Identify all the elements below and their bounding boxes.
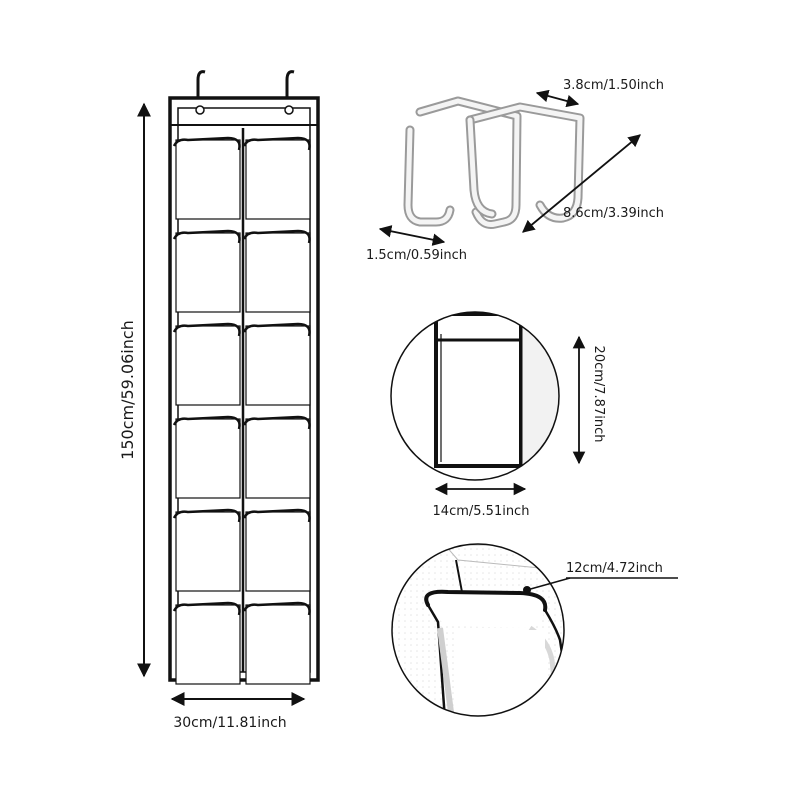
grommet-left bbox=[195, 105, 205, 115]
shoe-organizer bbox=[168, 70, 320, 685]
pocket bbox=[242, 322, 311, 406]
pocket-depth-dimension: 12cm/4.72inch bbox=[566, 561, 663, 576]
hook-length-label: 8.6cm/3.39inch bbox=[563, 206, 664, 221]
top-hook-right bbox=[285, 70, 295, 110]
top-hook-left bbox=[196, 70, 206, 110]
pocket-height-label: 20cm/7.87inch bbox=[591, 346, 606, 443]
pocket bbox=[242, 136, 311, 220]
hook-thickness-label: 1.5cm/0.59inch bbox=[366, 248, 467, 263]
height-dimension: 150cm/59.06inch bbox=[118, 102, 151, 678]
pocket-width-dimension: 14cm/5.51inch bbox=[433, 482, 530, 519]
hook-width-dimension: 3.8cm/1.50inch bbox=[535, 78, 664, 108]
pocket bbox=[242, 601, 311, 685]
grommet-right bbox=[284, 105, 294, 115]
pocket-depth-detail bbox=[391, 543, 678, 717]
pocket-grid bbox=[172, 128, 311, 685]
pocket-height-dimension: 20cm/7.87inch bbox=[572, 335, 606, 465]
width-dimension: 30cm/11.81inch bbox=[170, 692, 306, 731]
pocket bbox=[172, 601, 241, 685]
pocket bbox=[172, 136, 241, 220]
pocket bbox=[242, 508, 311, 592]
pocket bbox=[172, 322, 241, 406]
pocket bbox=[172, 415, 241, 499]
pocket-depth-label: 12cm/4.72inch bbox=[566, 561, 663, 576]
pocket-front-detail bbox=[390, 311, 560, 481]
hook-length-dimension: 8.6cm/3.39inch bbox=[522, 134, 664, 233]
pocket bbox=[242, 415, 311, 499]
hook-thickness-dimension: 1.5cm/0.59inch bbox=[366, 225, 467, 263]
pocket bbox=[242, 229, 311, 313]
pocket bbox=[172, 229, 241, 313]
pocket-width-label: 14cm/5.51inch bbox=[433, 504, 530, 519]
hook-width-label: 3.8cm/1.50inch bbox=[563, 78, 664, 93]
height-label: 150cm/59.06inch bbox=[118, 320, 137, 460]
width-label: 30cm/11.81inch bbox=[173, 715, 286, 731]
pocket bbox=[172, 508, 241, 592]
